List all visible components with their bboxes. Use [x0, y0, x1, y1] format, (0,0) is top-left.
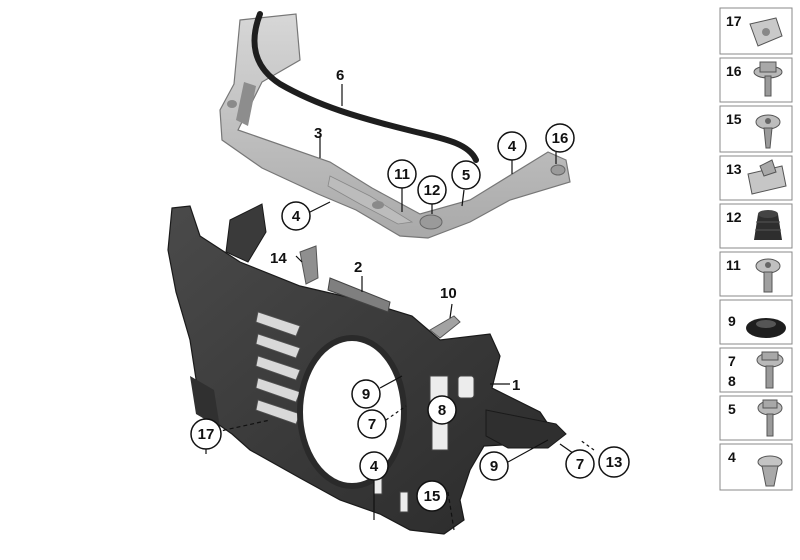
svg-text:15: 15 [424, 488, 441, 505]
callout-7-left: 7 [357, 409, 387, 439]
callout-6: 6 [336, 67, 344, 84]
legend-label-16: 16 [726, 63, 742, 79]
torx-screw-icon [755, 114, 781, 149]
callout-13: 13 [598, 446, 630, 478]
rubber-seal [251, 11, 479, 163]
callout-17: 17 [190, 418, 222, 450]
callout-8: 8 [427, 395, 457, 425]
callout-5: 5 [451, 160, 481, 190]
svg-text:7: 7 [576, 456, 584, 473]
svg-text:4: 4 [370, 458, 379, 475]
svg-text:4: 4 [508, 138, 517, 155]
u-nut-icon [749, 17, 783, 47]
callout-2: 2 [354, 259, 362, 276]
svg-text:9: 9 [362, 386, 370, 403]
callout-4-top: 4 [497, 131, 527, 161]
legend-label-13: 13 [726, 161, 742, 177]
push-rivet-icon [757, 455, 783, 487]
legend-column: 17 16 15 13 12 11 9 7 8 5 4 [719, 7, 793, 491]
callout-4-left: 4 [281, 201, 311, 231]
svg-text:16: 16 [552, 130, 569, 147]
svg-text:13: 13 [606, 454, 623, 471]
legend-label-5: 5 [728, 401, 736, 417]
legend-label-17: 17 [726, 13, 742, 29]
bracket-14 [299, 245, 319, 285]
collar-bolt-icon [753, 61, 783, 97]
legend-label-12: 12 [726, 209, 742, 225]
svg-text:11: 11 [394, 166, 410, 183]
svg-text:17: 17 [198, 426, 215, 443]
hex-screw-icon [757, 399, 783, 437]
hex-bolt-icon [756, 351, 784, 389]
svg-text:8: 8 [438, 402, 446, 419]
legend-label-9: 9 [728, 313, 736, 329]
legend-label-7: 7 [728, 353, 736, 369]
svg-text:4: 4 [292, 208, 301, 225]
legend-label-15: 15 [726, 111, 742, 127]
callout-16: 16 [545, 123, 575, 153]
callout-7-right: 7 [565, 449, 595, 479]
callouts: 6 3 2 14 10 1 11 12 5 4 16 4 9 7 8 9 7 1… [190, 67, 630, 512]
callout-14: 14 [270, 250, 287, 267]
callout-1: 1 [512, 377, 520, 394]
clip-10 [429, 315, 461, 339]
legend-label-4: 4 [728, 449, 736, 465]
clip-nut-icon [747, 159, 787, 195]
callout-15: 15 [416, 480, 448, 512]
leader-lines [205, 84, 595, 531]
callout-3: 3 [314, 125, 322, 142]
rubber-buffer-icon [754, 210, 782, 240]
legend-label-8: 8 [728, 373, 736, 389]
grommet-icon [746, 318, 786, 338]
callout-9-left: 9 [351, 379, 381, 409]
callout-9-right: 9 [479, 451, 509, 481]
plate-2 [327, 277, 391, 313]
callout-4-bottom: 4 [359, 451, 389, 481]
legend-label-11: 11 [726, 257, 741, 273]
svg-text:12: 12 [424, 182, 441, 199]
svg-text:5: 5 [462, 167, 470, 184]
callout-10: 10 [440, 285, 457, 302]
torx-bolt-icon [755, 258, 781, 293]
front-end-carrier [167, 203, 567, 535]
upper-cross-member [219, 13, 571, 239]
callout-11: 11 [387, 159, 417, 189]
callout-12: 12 [417, 175, 447, 205]
svg-text:9: 9 [490, 458, 498, 475]
svg-text:7: 7 [368, 416, 376, 433]
